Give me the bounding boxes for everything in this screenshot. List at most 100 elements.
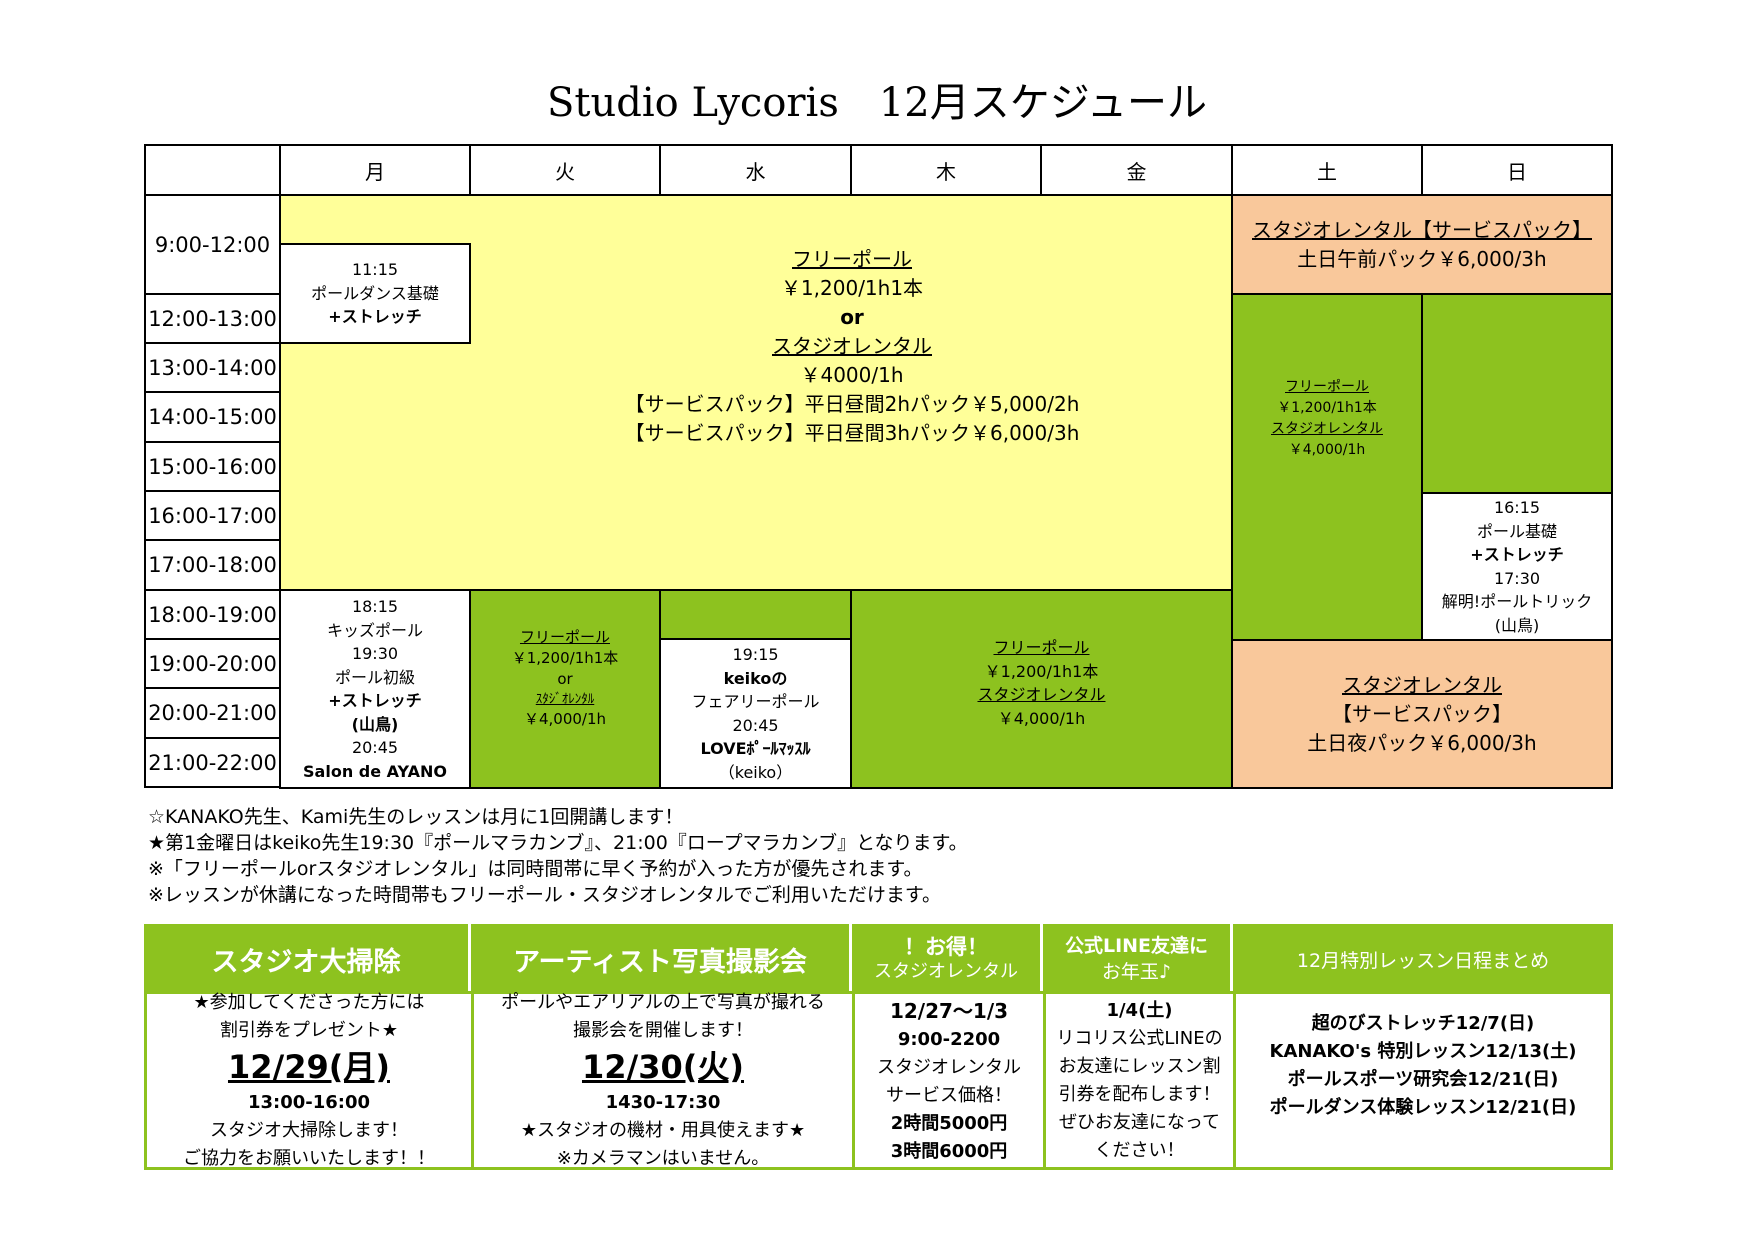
time-slot: 17:00-18:00 [144, 539, 281, 591]
line-gift-title: 公式LINE友達に [1064, 935, 1209, 957]
rental-deal-header: ！お得！ スタジオレンタル [852, 924, 1043, 994]
weekend-night-price: 土日夜パック￥6,000/3h [1307, 730, 1537, 755]
line-gift-box: 1/4(土) リコリス公式LINEの お友達にレッスン割 引券を配布します！ ぜ… [1043, 991, 1236, 1170]
photo-date: 12/30(火) [581, 1047, 744, 1086]
lesson-name: 解明!ポールトリック [1441, 592, 1593, 611]
thu-fri-free-pole-block: フリーポール ￥1,200/1h1本 スタジオレンタル ￥4,000/1h [850, 589, 1233, 789]
lesson-time: 18:15 [351, 597, 399, 616]
cleaning-line: 割引券をプレゼント★ [219, 1019, 399, 1041]
day-header-mon: 月 [279, 144, 471, 196]
studio-rental-price: ￥4000/1h [800, 363, 904, 387]
line-gift-line: リコリス公式LINEの [1056, 1027, 1223, 1049]
special-lesson-item: ポールダンス体験レッスン12/21(日) [1269, 1096, 1577, 1118]
lesson-time: 16:15 [1493, 498, 1541, 517]
photo-time: 1430-17:30 [605, 1091, 721, 1113]
time-slot: 16:00-17:00 [144, 490, 281, 541]
lesson-time: 20:45 [732, 715, 779, 735]
rental-deal-line: サービス価格！ [886, 1084, 1012, 1106]
day-header-sat: 土 [1231, 144, 1423, 196]
rental-deal-date: 12/27〜1/3 [889, 998, 1009, 1023]
sat-free-pole-block: フリーポール ￥1,200/1h1本 スタジオレンタル ￥4,000/1h [1231, 293, 1423, 641]
or-label: or [840, 305, 864, 329]
sun-open-block [1421, 293, 1613, 494]
weekend-am-pack: スタジオレンタル【サービスパック】 土日午前パック￥6,000/3h [1231, 194, 1613, 295]
rental-deal-title: ！お得！ [904, 935, 988, 959]
time-slot: 15:00-16:00 [144, 441, 281, 492]
time-slot: 21:00-22:00 [144, 737, 281, 788]
wed-open-block [659, 589, 852, 640]
time-slot: 14:00-15:00 [144, 391, 281, 443]
lesson-teacher: (山鳥) [351, 714, 399, 734]
lesson-teacher: （keiko） [718, 762, 793, 782]
sun-lesson-afternoon: 16:15 ポール基礎 +ストレッチ 17:30 解明!ポールトリック (山鳥) [1421, 492, 1613, 641]
mon-lesson-evening: 18:15 キッズポール 19:30 ポール初級 +ストレッチ (山鳥) 20:… [279, 589, 471, 789]
free-pole-price: ￥1,200/1h1本 [780, 276, 924, 300]
notes-section: ☆KANAKO先生、Kami先生のレッスンは月に1回開講します！ ★第1金曜日は… [148, 804, 968, 908]
wed-lesson-evening: 19:15 keikoの フェアリーポール 20:45 LOVEﾎﾟｰﾙﾏｯｽﾙ… [659, 638, 852, 789]
studio-rental-label: スタジオレンタル [772, 334, 932, 358]
lesson-name: フェアリーポール [691, 692, 820, 711]
rental-deal-hours: 9:00-2200 [897, 1028, 1001, 1050]
rental-deal-line: スタジオレンタル [877, 1056, 1021, 1078]
page-title: Studio Lycoris 12月スケジュール [547, 80, 1207, 126]
studio-rental-price: ￥4,000/1h [1288, 442, 1366, 458]
service-pack-2h: 【サービスパック】平日昼間2hパック￥5,000/2h [624, 392, 1080, 416]
photo-line: ★スタジオの機材・用具使えます★ [520, 1119, 806, 1141]
service-pack-3h: 【サービスパック】平日昼間3hパック￥6,000/3h [624, 421, 1080, 445]
time-slot: 12:00-13:00 [144, 293, 281, 344]
photo-line: ※カメラマンはいません。 [556, 1147, 770, 1169]
special-lesson-item: ポールスポーツ研究会12/21(日) [1287, 1068, 1559, 1090]
cleaning-date: 12/29(月) [227, 1047, 390, 1086]
lesson-teacher: keikoの [723, 668, 788, 688]
line-gift-line: お友達にレッスン割 [1058, 1055, 1221, 1077]
studio-rental-label: スタジオレンタル [977, 685, 1106, 704]
or-label: or [557, 669, 573, 688]
free-pole-label: フリーポール [993, 638, 1090, 657]
special-lessons-title: 12月特別レッスン日程まとめ [1233, 924, 1613, 994]
free-pole-label: フリーポール [1285, 379, 1369, 395]
rental-deal-price: 3時間6000円 [890, 1140, 1008, 1162]
studio-rental-price: ￥4,000/1h [997, 708, 1086, 728]
free-pole-price: ￥1,200/1h1本 [984, 661, 1099, 681]
special-lesson-item: 超のびストレッチ12/7(日) [1311, 1012, 1535, 1034]
studio-rental-label: ｽﾀｼﾞｵﾚﾝﾀﾙ [535, 691, 595, 707]
lesson-name: Salon de AYANO [303, 761, 447, 781]
photo-line: 撮影会を開催します！ [573, 1019, 753, 1041]
line-gift-header: 公式LINE友達に お年玉♪ [1043, 924, 1233, 994]
line-gift-subtitle: お年玉♪ [1101, 961, 1172, 983]
weekend-am-price: 土日午前パック￥6,000/3h [1297, 246, 1547, 271]
tue-free-pole-block: フリーポール ￥1,200/1h1本 or ｽﾀｼﾞｵﾚﾝﾀﾙ ￥4,000/1… [469, 589, 661, 789]
free-pole-label: フリーポール [519, 627, 610, 646]
lesson-note: +ストレッチ [328, 307, 422, 327]
note-line: ☆KANAKO先生、Kami先生のレッスンは月に1回開講します！ [148, 806, 684, 828]
photo-title: アーティスト写真撮影会 [471, 924, 852, 994]
time-slot: 9:00-12:00 [144, 194, 281, 295]
rental-deal-subtitle: スタジオレンタル [874, 961, 1018, 982]
line-gift-date: 1/4(土) [1106, 999, 1173, 1021]
lesson-name: LOVEﾎﾟｰﾙﾏｯｽﾙ [700, 739, 811, 758]
cleaning-line: スタジオ大掃除します！ [210, 1119, 408, 1141]
lesson-note: +ストレッチ [328, 691, 422, 710]
lesson-name: ポール初級 [334, 667, 415, 687]
note-line: ※レッスンが休講になった時間帯もフリーポール・スタジオレンタルでご利用いただけま… [148, 884, 942, 906]
time-slot: 13:00-14:00 [144, 342, 281, 393]
lesson-time: 17:30 [1493, 568, 1541, 588]
lesson-time: 20:45 [351, 738, 399, 757]
lesson-time: 11:15 [351, 260, 399, 280]
free-pole-label: フリーポール [792, 247, 912, 271]
mon-lesson-morning: 11:15 ポールダンス基礎 +ストレッチ [279, 243, 471, 344]
lesson-time: 19:30 [351, 644, 399, 663]
photo-box: ポールやエアリアルの上で写真が撮れる 撮影会を開催します！ 12/30(火) 1… [471, 991, 855, 1170]
day-header-sun: 日 [1421, 144, 1613, 196]
line-gift-line: ください！ [1094, 1139, 1185, 1161]
note-line: ★第1金曜日はkeiko先生19:30『ポールマラカンブ』、21:00『ロープマ… [148, 832, 968, 854]
time-slot: 18:00-19:00 [144, 589, 281, 640]
lesson-name: ポール基礎 [1476, 521, 1557, 541]
studio-rental-label: スタジオレンタル [1342, 672, 1502, 697]
note-line: ※「フリーポールorスタジオレンタル」は同時間帯に早く予約が入った方が優先されま… [148, 858, 923, 880]
lesson-name: ポールダンス基礎 [311, 283, 439, 303]
special-lessons-box: 超のびストレッチ12/7(日) KANAKO's 特別レッスン12/13(土) … [1233, 991, 1613, 1170]
lesson-note: +ストレッチ [1470, 545, 1564, 564]
weekday-free-pole-block: フリーポール ￥1,200/1h1本 or スタジオレンタル ￥4000/1h … [279, 194, 1233, 591]
studio-rental-price: ￥4,000/1h [523, 709, 607, 728]
